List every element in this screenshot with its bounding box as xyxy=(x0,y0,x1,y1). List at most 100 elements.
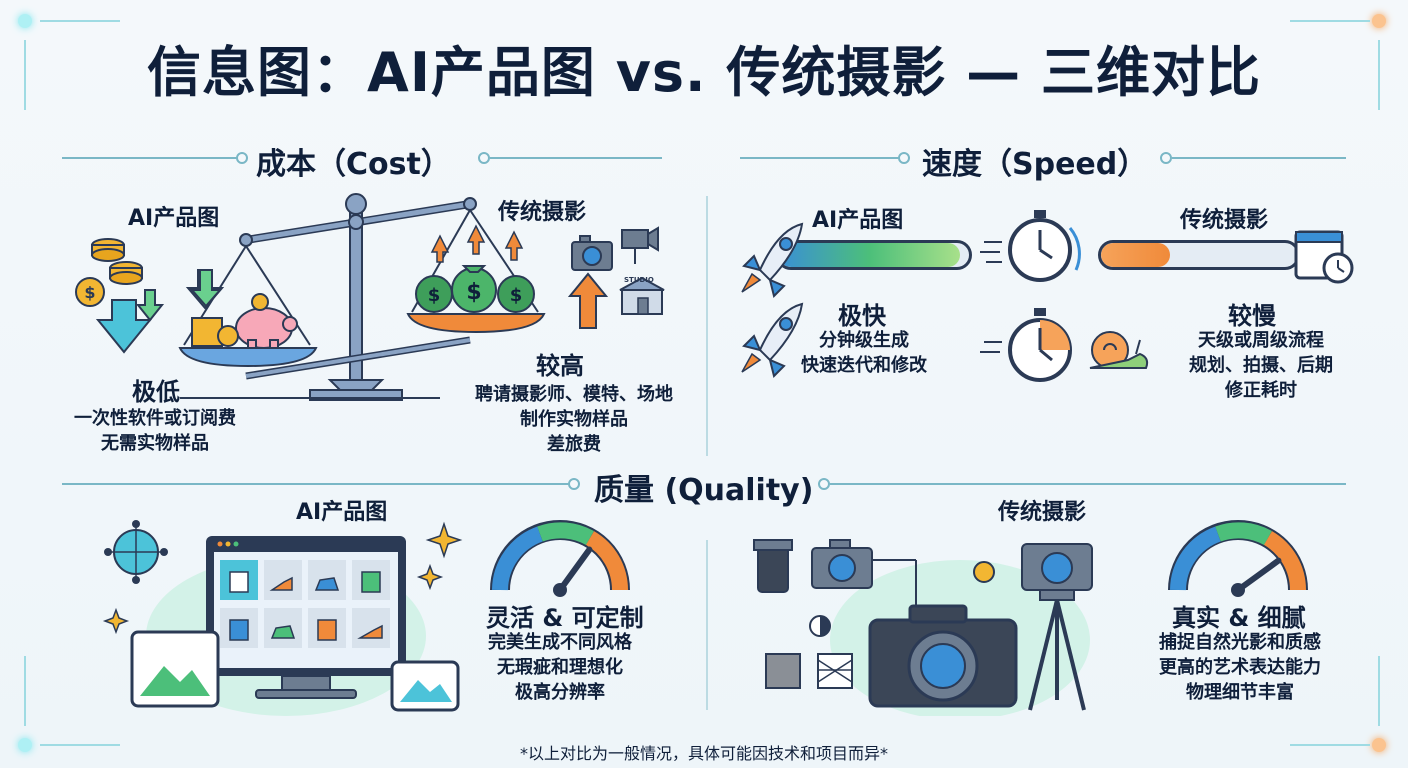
cost-traditional-detail: 制作实物样品 xyxy=(520,409,628,430)
vertical-divider-top xyxy=(706,196,708,456)
cost-ai-details: 一次性软件或订阅费 无需实物样品 xyxy=(60,406,250,456)
calendar-clock-icon xyxy=(1294,230,1354,284)
corner-line-bl-v xyxy=(24,656,26,726)
cost-heading: 成本（Cost） xyxy=(256,147,451,182)
quality-traditional-detail: 更高的艺术表达能力 xyxy=(1159,657,1321,678)
speed-traditional-detail: 修正耗时 xyxy=(1225,380,1297,401)
speed-heading-line-right xyxy=(1172,157,1346,159)
speed-traditional-rating: 较慢 xyxy=(1228,302,1276,330)
cost-ai-detail: 无需实物样品 xyxy=(101,433,209,454)
quality-traditional-detail: 捕捉自然光影和质感 xyxy=(1159,632,1321,653)
cost-traditional-detail: 差旅费 xyxy=(547,434,601,455)
traditional-quality-gauge xyxy=(1168,520,1308,597)
svg-text:$: $ xyxy=(466,280,481,305)
speed-traditional-progress-fill xyxy=(1101,243,1170,267)
footnote: *以上对比为一般情况，具体可能因技术和项目而异* xyxy=(519,744,888,763)
quality-ai-detail: 完美生成不同风格 xyxy=(488,632,632,653)
speed-ai-progress-track xyxy=(776,240,972,270)
speed-ai-rating: 极快 xyxy=(838,302,886,330)
sparkle-icon xyxy=(102,521,463,635)
speed-ai-detail: 快速迭代和修改 xyxy=(801,355,927,376)
vertical-divider-bottom xyxy=(706,540,708,710)
quality-heading-dot-left xyxy=(568,478,580,490)
cost-traditional-label: 传统摄影 xyxy=(498,200,587,225)
speed-illustration xyxy=(741,210,1354,382)
cost-heading-line-left xyxy=(62,157,238,159)
quality-traditional-label: 传统摄影 xyxy=(998,500,1087,525)
speed-heading-line-left xyxy=(740,157,900,159)
cost-traditional-rating: 较高 xyxy=(536,352,584,380)
svg-text:$: $ xyxy=(84,283,95,302)
svg-text:$: $ xyxy=(510,285,523,306)
stopwatch-icon xyxy=(980,210,1081,282)
quality-heading-dot-right xyxy=(818,478,830,490)
speed-ai-details: 分钟级生成 快速迭代和修改 xyxy=(776,328,952,378)
balance-scale-illustration: $ $ $ $ xyxy=(75,193,665,401)
quality-ai-rating: 灵活 & 可定制 xyxy=(486,604,644,632)
cost-ai-detail: 一次性软件或订阅费 xyxy=(74,408,236,429)
svg-text:$: $ xyxy=(428,285,441,306)
money-bag-icon: $ $ $ xyxy=(415,265,535,313)
speed-traditional-progress-track xyxy=(1098,240,1300,270)
quality-heading-line-right xyxy=(830,483,1346,485)
cost-heading-line-right xyxy=(490,157,662,159)
lens-icon xyxy=(753,539,793,593)
cost-heading-dot-right xyxy=(478,152,490,164)
cost-ai-rating: 极低 xyxy=(132,378,180,406)
corner-line-tl-v xyxy=(24,40,26,110)
quality-heading: 质量 (Quality) xyxy=(594,473,814,508)
studio-building-icon xyxy=(619,276,665,315)
ai-quality-illustration xyxy=(102,520,463,716)
corner-dot-br xyxy=(1372,738,1386,752)
video-camera-icon xyxy=(621,226,659,264)
speed-heading-dot-right xyxy=(1160,152,1172,164)
corner-line-bl-h xyxy=(40,744,120,746)
brightness-icon xyxy=(809,615,831,637)
quality-traditional-rating: 真实 & 细腻 xyxy=(1172,604,1306,632)
cost-traditional-details: 聘请摄影师、模特、场地 制作实物样品 差旅费 xyxy=(454,382,694,457)
page-title: 信息图：AI产品图 vs. 传统摄影 — 三维对比 xyxy=(147,41,1261,104)
speed-traditional-label: 传统摄影 xyxy=(1180,208,1269,233)
camera-icon xyxy=(811,539,873,589)
corner-dot-bl xyxy=(18,738,32,752)
cost-heading-dot-left xyxy=(236,152,248,164)
corner-line-tl-h xyxy=(40,20,120,22)
dslr-camera-icon xyxy=(868,604,1018,708)
quality-traditional-detail: 物理细节丰富 xyxy=(1186,682,1294,703)
quality-ai-label: AI产品图 xyxy=(296,500,388,525)
cost-ai-label: AI产品图 xyxy=(128,206,220,231)
traditional-quality-illustration xyxy=(753,539,1093,716)
cost-traditional-detail: 聘请摄影师、模特、场地 xyxy=(475,384,673,405)
quality-ai-detail: 极高分辨率 xyxy=(515,682,605,703)
studio-sign: STUDIO xyxy=(624,276,654,284)
brain-network-icon xyxy=(104,520,168,584)
speed-traditional-details: 天级或周级流程 规划、拍摄、后期 修正耗时 xyxy=(1168,328,1354,403)
speed-ai-detail: 分钟级生成 xyxy=(819,330,909,351)
speed-ai-label: AI产品图 xyxy=(812,208,904,233)
quality-ai-detail: 无瑕疵和理想化 xyxy=(497,657,623,678)
up-arrow-icon xyxy=(430,224,609,329)
corner-line-tr-h xyxy=(1290,20,1370,22)
snail-icon xyxy=(1089,331,1149,369)
quality-traditional-details: 捕捉自然光影和质感 更高的艺术表达能力 物理细节丰富 xyxy=(1140,630,1340,705)
tripod-icon xyxy=(1021,543,1093,711)
image-icon xyxy=(130,630,460,712)
corner-dot-tr xyxy=(1372,14,1386,28)
camera-icon xyxy=(571,235,613,271)
speed-heading-dot-left xyxy=(898,152,910,164)
small-coins-icon xyxy=(191,317,239,347)
stopwatch-icon xyxy=(980,308,1072,382)
quality-heading-line-left xyxy=(62,483,570,485)
speed-traditional-detail: 规划、拍摄、后期 xyxy=(1189,355,1333,376)
quality-ai-details: 完美生成不同风格 无瑕疵和理想化 极高分辨率 xyxy=(470,630,650,705)
corner-line-br-v xyxy=(1378,656,1380,726)
sun-icon xyxy=(973,561,995,583)
coin-stack-icon: $ xyxy=(75,238,143,307)
corner-line-br-h xyxy=(1290,744,1370,746)
ai-quality-gauge xyxy=(490,520,630,597)
texture-icon xyxy=(765,653,853,689)
product-grid-icon xyxy=(220,560,390,648)
piggy-bank-icon xyxy=(235,293,298,349)
corner-dot-tl xyxy=(18,14,32,28)
gauge-needle xyxy=(1235,557,1282,593)
